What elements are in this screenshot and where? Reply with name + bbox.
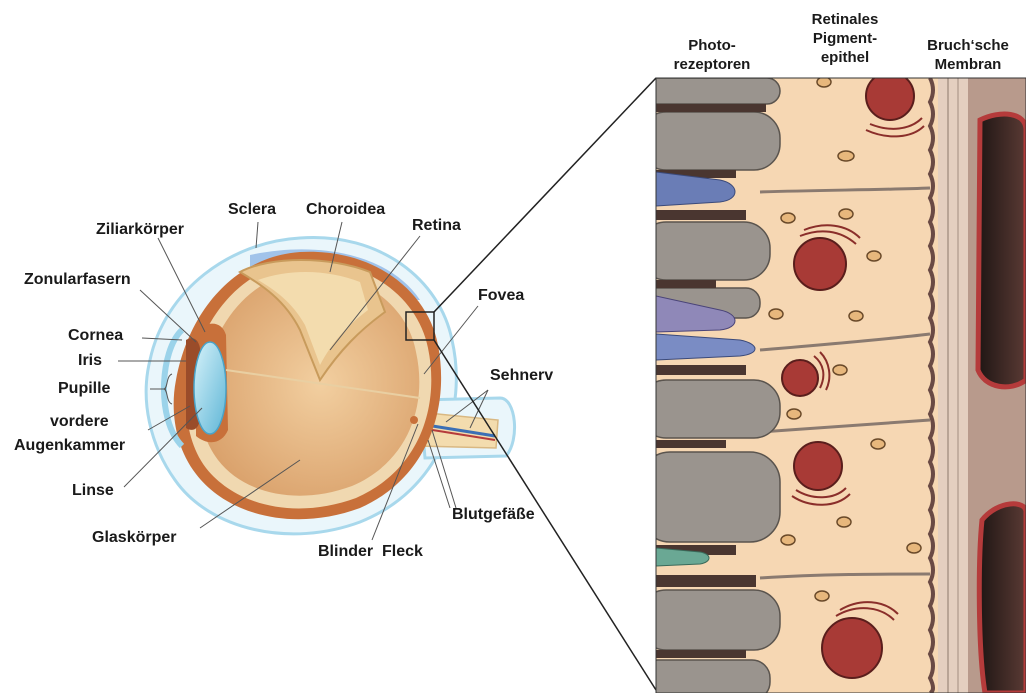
label-blinder-fleck: Blinder Fleck (318, 542, 423, 562)
rpe-basal-bumps (930, 78, 933, 693)
label-iris: Iris (78, 351, 102, 371)
label-glaskoerper: Glaskörper (92, 528, 176, 548)
blind-spot-dot (410, 416, 418, 424)
label-vordere-line1: vordere (50, 412, 109, 432)
header-bruch-line1: Bruch‘sche (912, 36, 1024, 55)
eyeball (146, 237, 514, 533)
label-linse: Linse (72, 481, 114, 501)
label-sehnerv: Sehnerv (490, 366, 553, 386)
header-photo-line1: Photo- (662, 36, 762, 55)
header-rpe-line1: Retinales (790, 10, 900, 29)
blood-vessel-top (978, 114, 1026, 387)
label-pupille: Pupille (58, 379, 110, 399)
lens-shape (194, 342, 226, 434)
label-blutgefaesse: Blutgefäße (452, 505, 535, 525)
label-fovea: Fovea (478, 286, 524, 306)
label-zonularfasern: Zonularfasern (24, 270, 131, 290)
label-cornea: Cornea (68, 326, 123, 346)
label-ziliarkoerper: Ziliarkörper (96, 220, 184, 240)
header-bruch-line2: Membran (912, 55, 1024, 74)
label-vordere-line2: Augenkammer (14, 436, 125, 456)
header-photoreceptors: Photo- rezeptoren (662, 36, 762, 74)
header-photo-line2: rezeptoren (662, 55, 762, 74)
retina-detail-panel (640, 72, 1026, 693)
blood-vessel-bottom (979, 504, 1026, 693)
header-rpe-line2: Pigment- (790, 29, 900, 48)
header-rpe: Retinales Pigment- epithel (790, 10, 900, 67)
label-retina: Retina (412, 216, 461, 236)
bruch-membrane-band (938, 78, 968, 693)
label-choroidea: Choroidea (306, 200, 385, 220)
header-rpe-line3: epithel (790, 48, 900, 67)
label-sclera: Sclera (228, 200, 276, 220)
header-bruch: Bruch‘sche Membran (912, 36, 1024, 74)
